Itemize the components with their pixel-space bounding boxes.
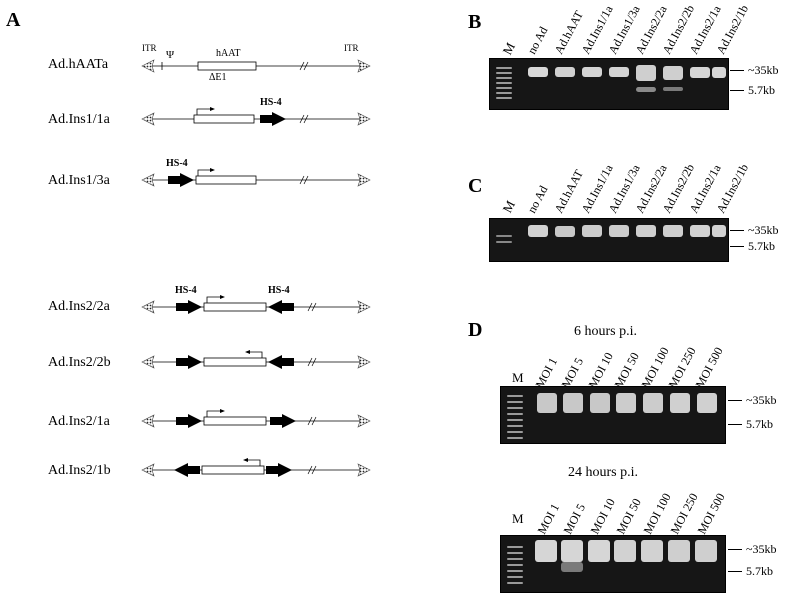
construct-map-ins2-2b xyxy=(141,350,371,369)
gel-b-size-large: ~35kb xyxy=(748,63,779,77)
gel-d1-size-small: 5.7kb xyxy=(746,417,773,431)
hs4-arrow-icon xyxy=(270,414,296,428)
itr-left-icon xyxy=(141,355,155,369)
gel-d1-marker-label: M xyxy=(512,370,524,385)
gel-b-marker-label: M xyxy=(499,39,519,58)
gel-c-size-small: 5.7kb xyxy=(748,239,775,253)
hs4-arrow-icon xyxy=(266,463,292,477)
gel-d2-tick-small xyxy=(728,571,742,572)
itr-left-icon xyxy=(141,59,155,73)
construct-map-ins2-1b xyxy=(141,458,371,477)
hs4-arrow-icon xyxy=(260,112,286,126)
itr-left-icon xyxy=(141,300,155,314)
itr-right-icon xyxy=(357,112,371,126)
gel-d2-lane-label: MOI 1 xyxy=(534,501,563,537)
hs4-arrow-icon xyxy=(176,355,202,369)
construct-name-ins1-1a: Ad.Ins1/1a xyxy=(48,112,110,127)
gel-c-tick-large xyxy=(730,230,744,231)
gel-d2-size-large: ~35kb xyxy=(746,542,777,556)
hs4-arrow-icon xyxy=(268,355,294,369)
gel-d1-lane-label: MOI 50 xyxy=(611,350,642,391)
hs4-label: HS-4 xyxy=(166,158,188,169)
gel-d2-marker-label: M xyxy=(512,511,524,526)
gel-c xyxy=(489,218,729,262)
gel-d1-lane-label: MOI 1 xyxy=(532,355,561,391)
panel-letter-d: D xyxy=(468,319,483,341)
panel-letter-c: C xyxy=(468,175,483,197)
hs4-label: HS-4 xyxy=(268,285,290,296)
gel-c-marker-label: M xyxy=(499,197,519,216)
construct-map-ins2-2a xyxy=(141,295,371,314)
construct-name-ins1-3a: Ad.Ins1/3a xyxy=(48,173,110,188)
hs4-arrow-icon xyxy=(268,300,294,314)
itr-left-icon xyxy=(141,463,155,477)
gel-d2-lane-label: MOI 5 xyxy=(560,501,589,537)
gel-c-lane-label: no Ad xyxy=(524,183,551,216)
gel-d-24h xyxy=(500,535,726,593)
itr-right-icon xyxy=(357,300,371,314)
gel-b xyxy=(489,58,729,110)
gel-d1-size-large: ~35kb xyxy=(746,393,777,407)
itr-left-icon xyxy=(141,414,155,428)
itr-right-icon xyxy=(357,355,371,369)
construct-map-hAATa xyxy=(141,59,371,73)
gel-d2-lane-label: MOI 10 xyxy=(587,496,618,537)
gel-c-size-large: ~35kb xyxy=(748,223,779,237)
gel-b-lane-label: no Ad xyxy=(524,24,551,57)
gel-b-tick-large xyxy=(730,70,744,71)
gel-d1-lane-label: MOI 10 xyxy=(585,350,616,391)
hAAT-gene-box xyxy=(197,61,257,71)
itr-label-right: ITR xyxy=(344,43,359,53)
itr-right-icon xyxy=(357,414,371,428)
gene-label: hAAT xyxy=(216,48,241,59)
gel-d1-lane-label: MOI 5 xyxy=(558,355,587,391)
construct-map-ins1-1a xyxy=(141,107,371,126)
gel-d1-tick-small xyxy=(728,424,742,425)
itr-right-icon xyxy=(357,173,371,187)
hs4-label: HS-4 xyxy=(175,285,197,296)
construct-map-ins1-3a xyxy=(141,168,371,187)
gel-d2-lane-label: MOI 50 xyxy=(613,496,644,537)
gel-b-tick-small xyxy=(730,90,744,91)
hs4-arrow-icon xyxy=(174,463,200,477)
construct-map-ins2-1a xyxy=(141,409,371,428)
gel-b-size-small: 5.7kb xyxy=(748,83,775,97)
itr-right-icon xyxy=(357,59,371,73)
construct-name-ins2-1a: Ad.Ins2/1a xyxy=(48,414,110,429)
itr-label-left: ITR xyxy=(142,43,157,53)
hs4-arrow-icon xyxy=(176,414,202,428)
itr-right-icon xyxy=(357,463,371,477)
panel-letter-a: A xyxy=(6,9,21,31)
construct-name-ins2-1b: Ad.Ins2/1b xyxy=(48,463,111,478)
itr-left-icon xyxy=(141,112,155,126)
gel-d2-size-small: 5.7kb xyxy=(746,564,773,578)
itr-left-icon xyxy=(141,173,155,187)
gel-d1-tick-large xyxy=(728,400,742,401)
hs4-label: HS-4 xyxy=(260,97,282,108)
psi-label: Ψ xyxy=(166,49,175,61)
gel-d-title-6h: 6 hours p.i. xyxy=(574,324,637,339)
construct-name-ins2-2b: Ad.Ins2/2b xyxy=(48,355,111,370)
construct-name-ins2-2a: Ad.Ins2/2a xyxy=(48,299,110,314)
gel-d2-tick-large xyxy=(728,549,742,550)
gel-d-title-24h: 24 hours p.i. xyxy=(568,465,638,480)
hs4-arrow-icon xyxy=(168,173,194,187)
deletion-label: ΔE1 xyxy=(209,72,227,83)
construct-name-hAATa: Ad.hAATa xyxy=(48,57,109,72)
gel-c-tick-small xyxy=(730,246,744,247)
gel-d-6h xyxy=(500,386,726,444)
panel-letter-b: B xyxy=(468,11,482,33)
hs4-arrow-icon xyxy=(176,300,202,314)
